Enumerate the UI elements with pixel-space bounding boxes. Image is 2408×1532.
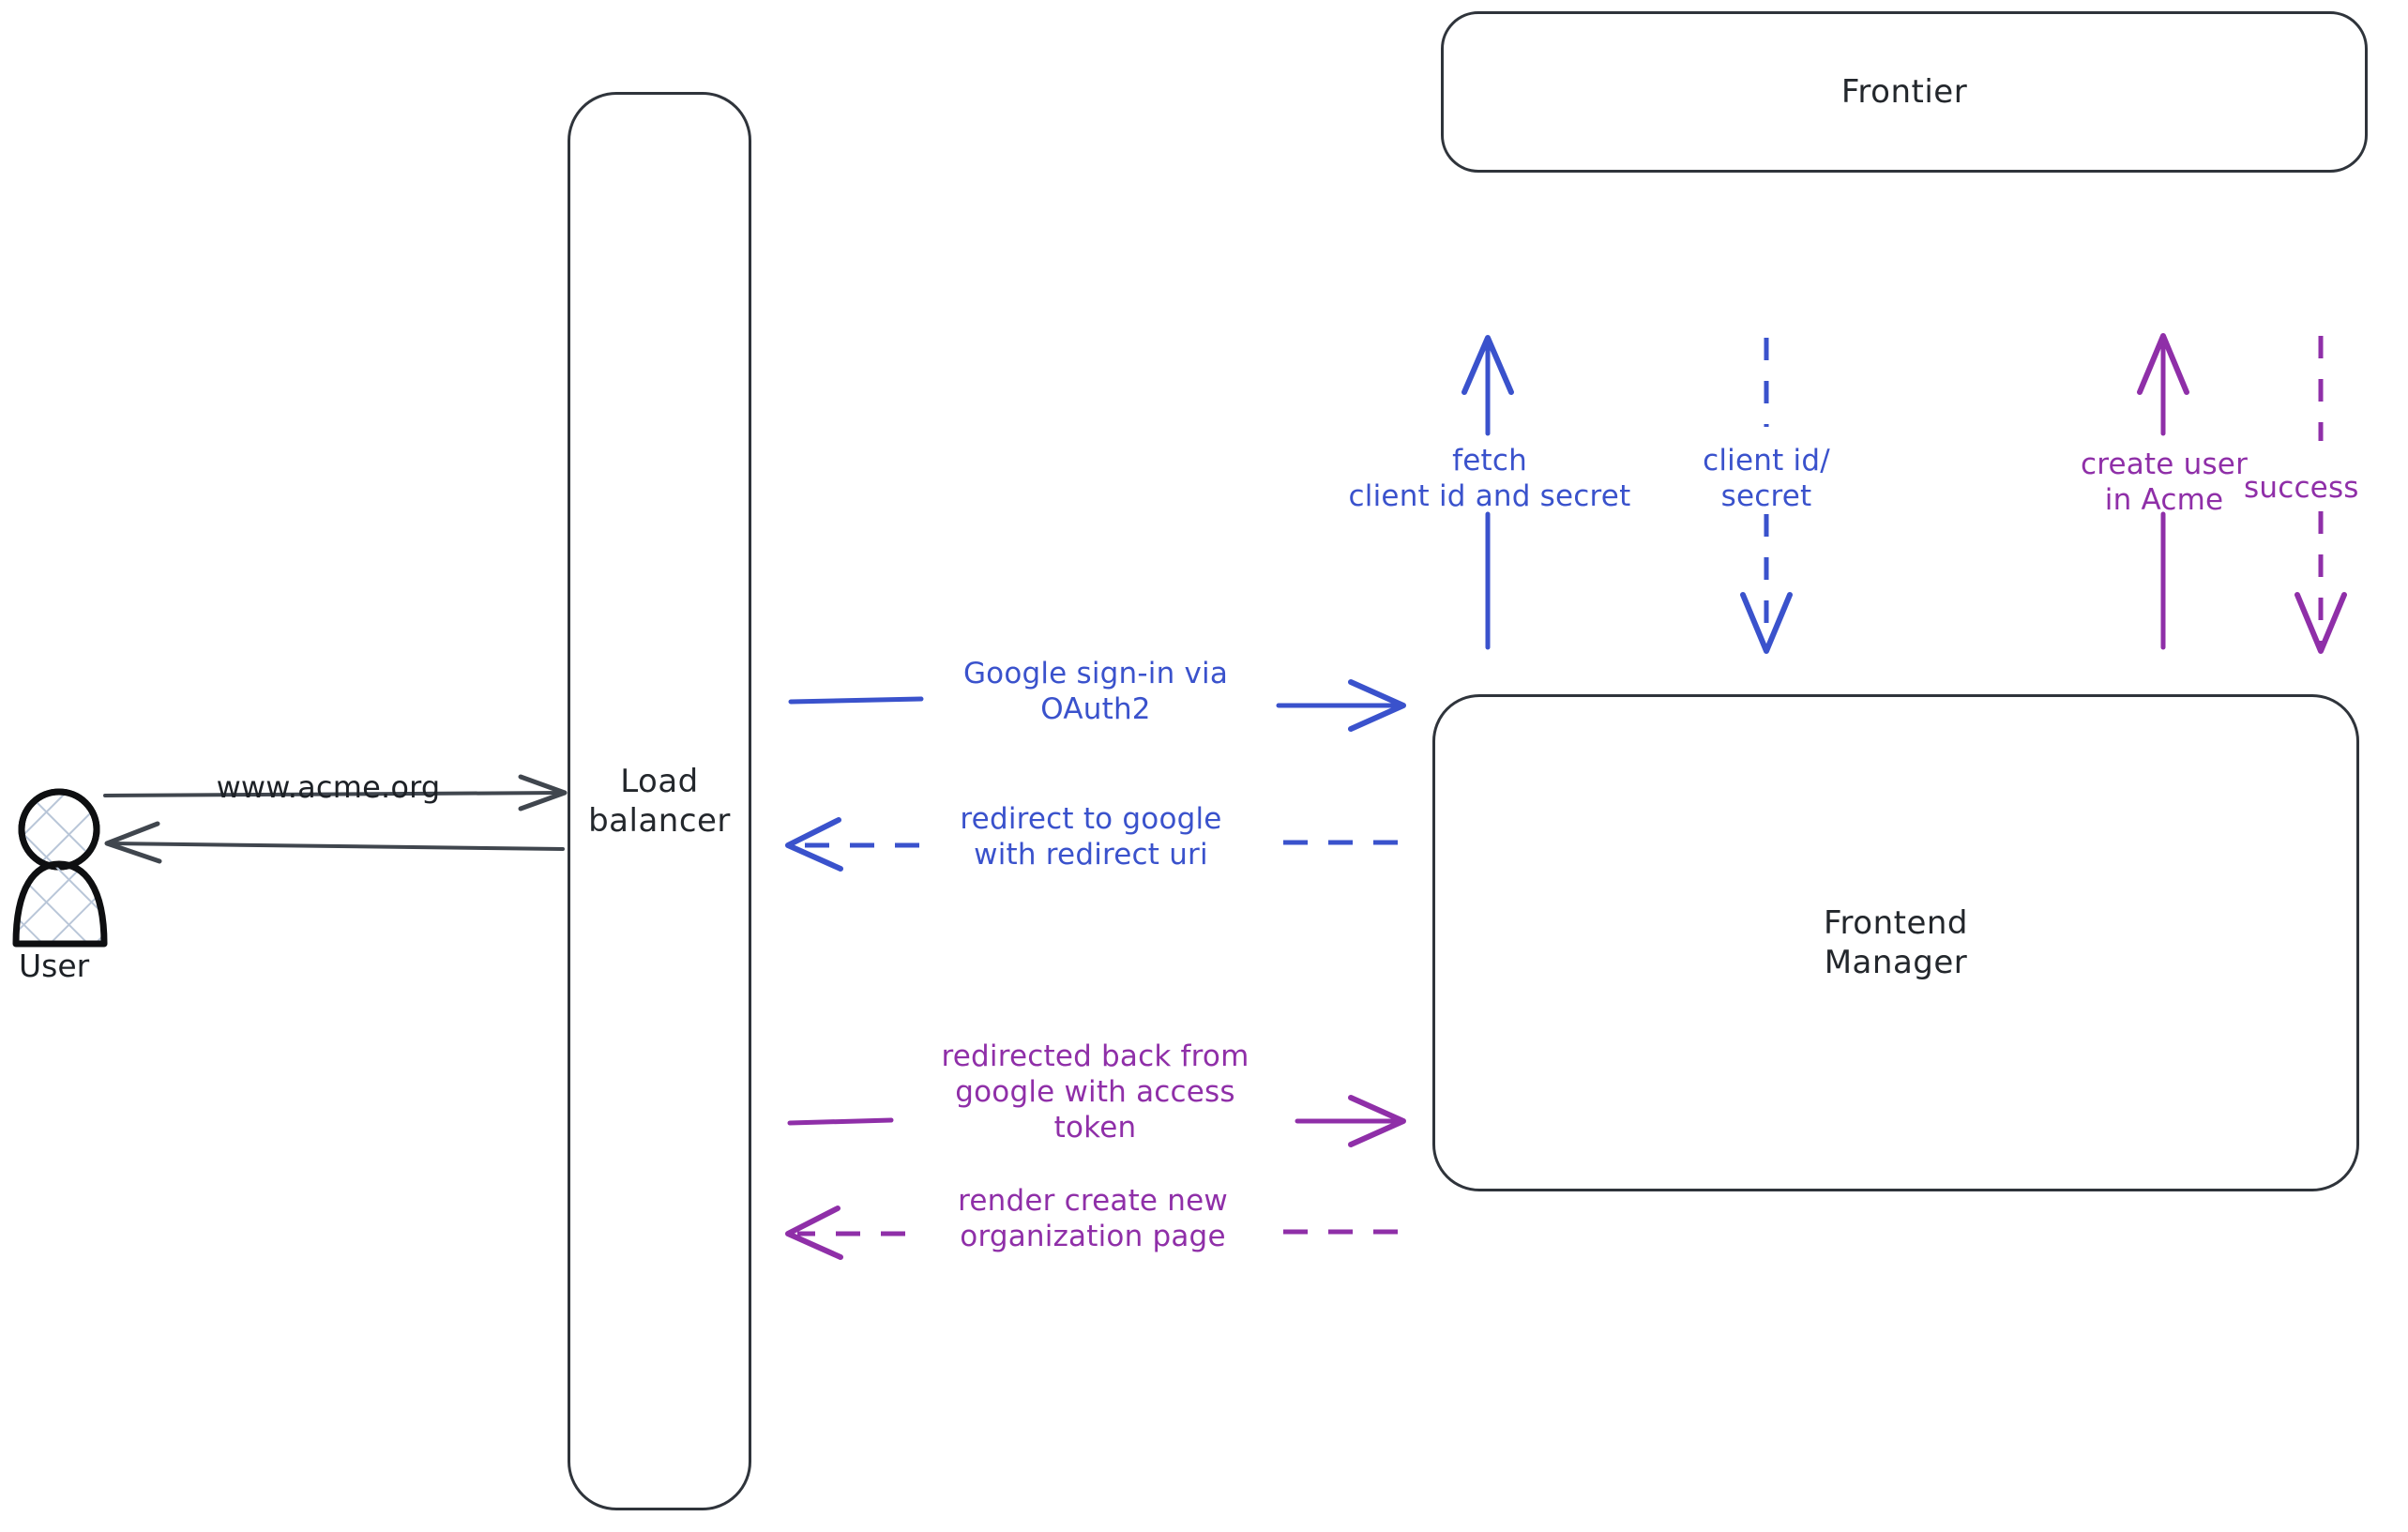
edge-success bbox=[2294, 336, 2347, 654]
actor-user-label: User bbox=[19, 948, 90, 984]
edge-client-id-secret bbox=[1740, 338, 1793, 654]
user-actor-icon bbox=[12, 788, 108, 948]
edge-fetch-client-creds bbox=[1461, 335, 1514, 650]
edge-google-signin bbox=[788, 679, 1406, 732]
node-frontier-label: Frontier bbox=[1840, 72, 1968, 111]
edge-user-to-lb bbox=[103, 774, 568, 812]
edge-render-create-org bbox=[785, 1206, 1398, 1260]
edge-label-create-user: create user in Acme bbox=[2080, 447, 2249, 517]
edge-lb-to-user bbox=[104, 821, 565, 864]
node-frontend-manager-label: Frontend Manager bbox=[1823, 903, 1969, 982]
edge-redirect-to-google bbox=[785, 817, 1398, 872]
edge-label-user-to-lb: www.acme.org bbox=[216, 769, 441, 805]
edge-label-client-id-secret: client id/ secret bbox=[1703, 444, 1830, 513]
node-load-balancer-label: Load balancer bbox=[588, 762, 731, 841]
node-frontend-manager[interactable]: Frontend Manager bbox=[1432, 694, 2359, 1191]
node-load-balancer[interactable]: Load balancer bbox=[568, 92, 751, 1510]
edge-label-redirected-back: redirected back from google with access … bbox=[941, 1039, 1249, 1145]
edge-label-render-create-org: render create new organization page bbox=[958, 1184, 1228, 1253]
edge-create-user bbox=[2137, 333, 2189, 650]
edge-label-success: success bbox=[2244, 471, 2359, 505]
edge-label-redirect-to-google: redirect to google with redirect uri bbox=[960, 802, 1222, 872]
node-frontier[interactable]: Frontier bbox=[1441, 11, 2368, 173]
edge-label-fetch-client-creds: fetch client id and secret bbox=[1348, 444, 1631, 513]
edge-redirected-back bbox=[787, 1095, 1406, 1147]
edge-label-google-signin: Google sign-in via OAuth2 bbox=[962, 657, 1229, 726]
